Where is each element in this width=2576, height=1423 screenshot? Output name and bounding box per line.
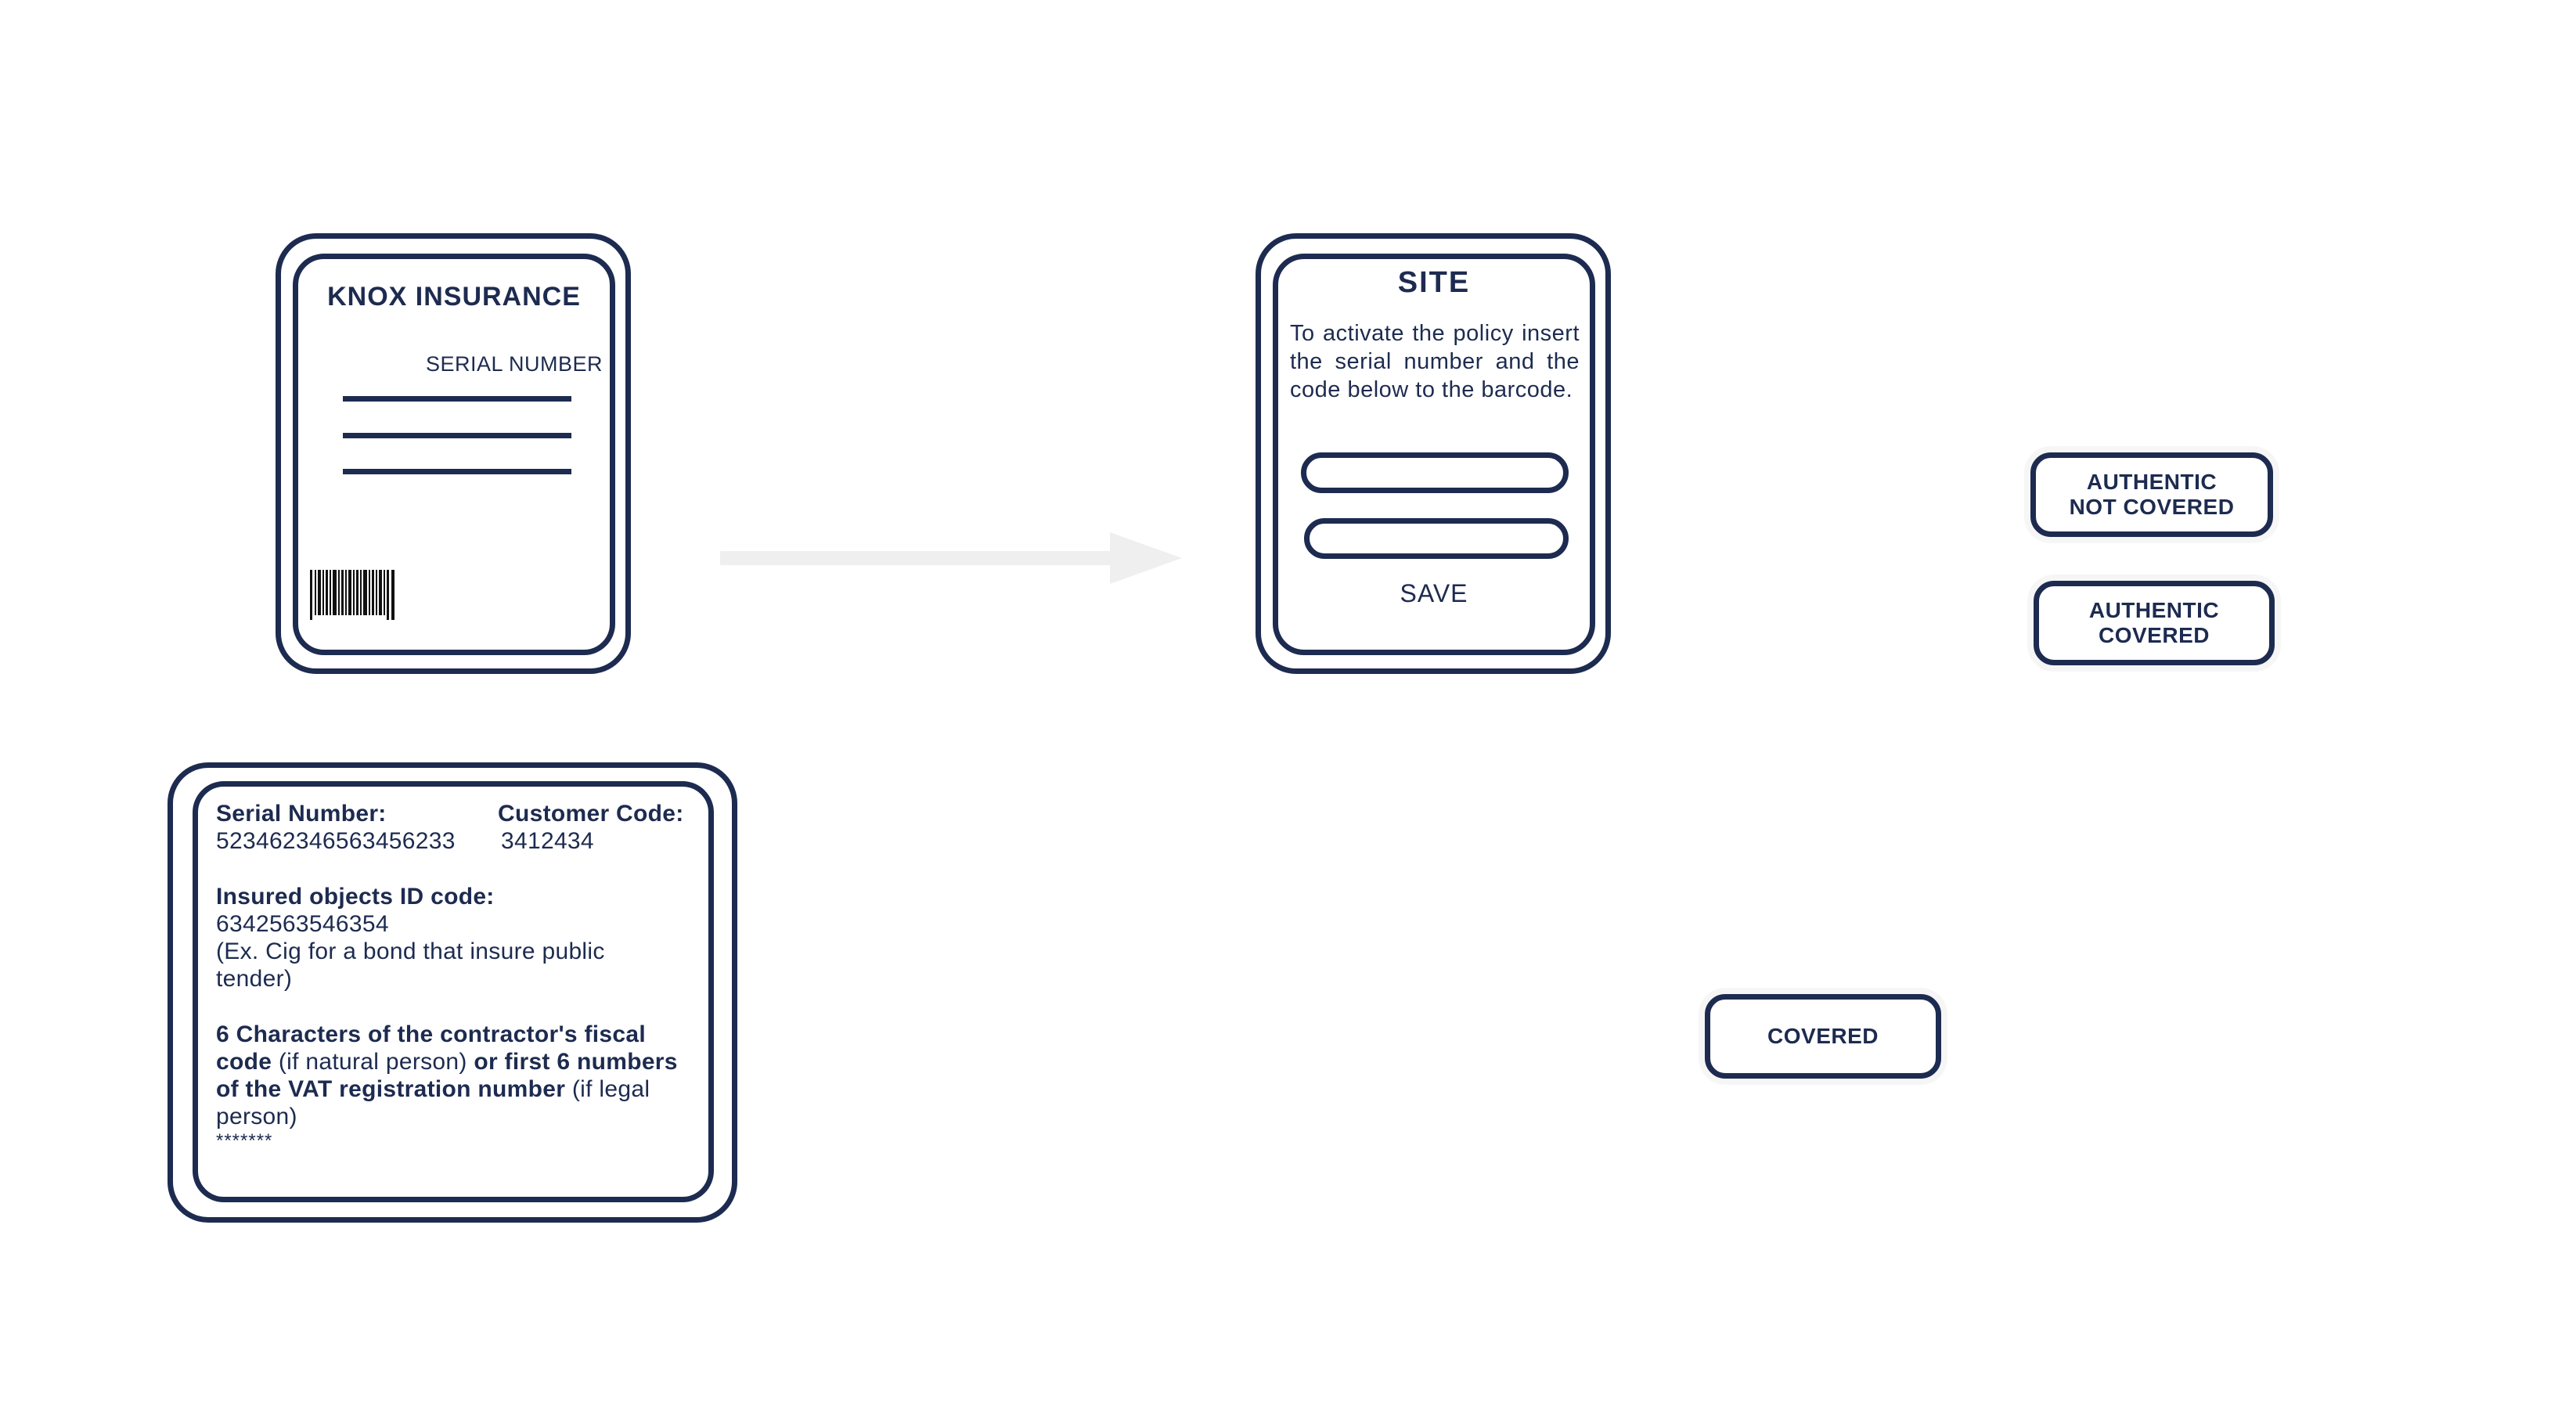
fiscal-code-description: 6 Characters of the contractor's fiscal …: [216, 1021, 701, 1130]
site-instructions: To activate the policy insert the serial…: [1290, 321, 1580, 402]
serial-line-1: [343, 396, 571, 402]
customer-code-label: Customer Code:: [498, 801, 684, 827]
masked-code: *******: [216, 1130, 273, 1151]
customer-code-value: 3412434: [501, 828, 594, 854]
insurance-card-title: KNOX INSURANCE: [327, 282, 581, 312]
status-badge-authentic-covered: AUTHENTIC COVERED: [2034, 581, 2275, 665]
insured-objects-label: Insured objects ID code:: [216, 884, 495, 910]
status-badge-covered: COVERED: [1705, 994, 1941, 1079]
serial-number-label: Serial Number:: [216, 801, 387, 827]
serial-line-3: [343, 469, 571, 474]
badge-label: AUTHENTIC COVERED: [2088, 598, 2220, 647]
flow-arrow: [720, 532, 1182, 584]
code-input[interactable]: [1304, 518, 1569, 559]
insured-objects-example: (Ex. Cig for a bond that insure public t…: [216, 938, 605, 992]
status-badge-authentic-not-covered: AUTHENTIC NOT COVERED: [2030, 452, 2273, 537]
badge-label: AUTHENTIC NOT COVERED: [2069, 470, 2235, 519]
serial-line-2: [343, 433, 571, 438]
barcode-icon: [310, 570, 395, 620]
serial-number-label: SERIAL NUMBER: [425, 352, 603, 376]
info-card-inner: [193, 781, 714, 1202]
insured-objects-value: 6342563546354: [216, 911, 389, 937]
site-title: SITE: [1397, 266, 1471, 299]
fiscal-code-text: 6 Characters of the contractor's fiscal …: [216, 1021, 647, 1075]
serial-number-value: 523462346563456233: [216, 828, 456, 854]
save-button[interactable]: SAVE: [1400, 579, 1468, 607]
legal-person-note: (if legal person): [216, 1076, 650, 1129]
badge-label: COVERED: [1767, 1024, 1879, 1048]
natural-person-note: (if natural person): [272, 1049, 474, 1075]
serial-number-input[interactable]: [1301, 452, 1569, 493]
vat-number-text: or first 6 numbers of the VAT registrati…: [216, 1049, 678, 1102]
